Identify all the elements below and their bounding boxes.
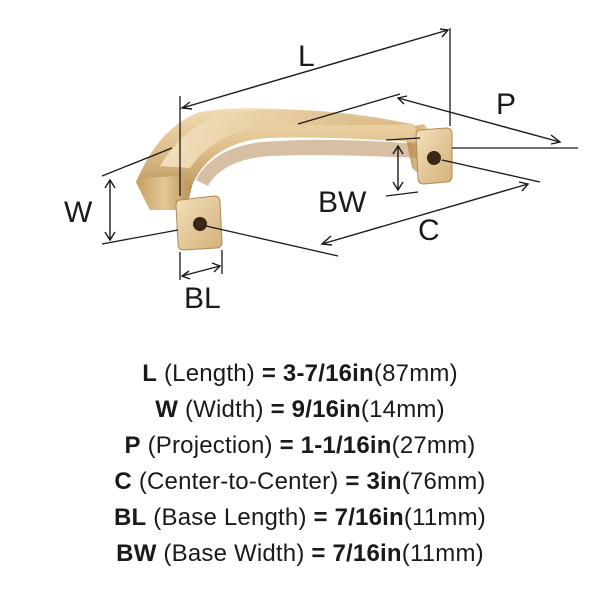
spec-equals: =: [270, 396, 285, 423]
spec-abbr: L: [142, 360, 158, 387]
spec-name: (Center-to-Center): [138, 468, 339, 495]
spec-imperial: 1-1/16in: [300, 432, 392, 459]
back-screw-hole: [427, 151, 441, 165]
specifications-list: L (Length) = 3-7/16in(87mm) W (Width) = …: [0, 356, 600, 572]
spec-width: W (Width) = 9/16in(14mm): [0, 392, 600, 428]
spec-metric: (76mm): [401, 468, 486, 495]
spec-length: L (Length) = 3-7/16in(87mm): [0, 356, 600, 392]
label-W: W: [64, 196, 93, 229]
label-BL: BL: [184, 282, 221, 315]
spec-equals: =: [311, 540, 326, 567]
dimension-lines: [101, 28, 578, 280]
spec-name: (Projection): [147, 432, 273, 459]
spec-metric: (27mm): [391, 432, 476, 459]
spec-imperial: 9/16in: [291, 396, 361, 423]
base-length-dimension-line: [181, 265, 221, 277]
spec-abbr: P: [124, 432, 141, 459]
dimension-labels: L P W BW C BL: [64, 40, 516, 315]
spec-name: (Length): [163, 360, 255, 387]
spec-equals: =: [279, 432, 294, 459]
spec-equals: =: [313, 504, 328, 531]
label-L: L: [298, 40, 315, 73]
spec-name: (Base Length): [153, 504, 307, 531]
cabinet-pull-dimension-diagram: L P W BW C BL: [64, 28, 578, 315]
spec-name: (Width): [184, 396, 264, 423]
length-dimension-line: [181, 29, 449, 109]
spec-metric: (11mm): [401, 540, 484, 567]
spec-base-length: BL (Base Length) = 7/16in(11mm): [0, 500, 600, 536]
spec-imperial: 3-7/16in: [282, 360, 374, 387]
label-BW: BW: [318, 186, 367, 219]
pull-bar-inner: [196, 139, 424, 186]
spec-projection: P (Projection) = 1-1/16in(27mm): [0, 428, 600, 464]
spec-metric: (87mm): [373, 360, 458, 387]
projection-dimension-line: [397, 97, 561, 143]
spec-base-width: BW (Base Width) = 7/16in(11mm): [0, 536, 600, 572]
spec-center-to-center: C (Center-to-Center) = 3in(76mm): [0, 464, 600, 500]
center-to-center-dimension-line: [321, 183, 529, 245]
spec-imperial: 7/16in: [334, 504, 404, 531]
spec-metric: (11mm): [403, 504, 486, 531]
spec-imperial: 7/16in: [332, 540, 402, 567]
pull-bar-top: [160, 109, 412, 168]
spec-name: (Base Width): [163, 540, 305, 567]
front-screw-hole: [193, 217, 207, 231]
label-P: P: [496, 88, 516, 121]
spec-abbr: C: [114, 468, 132, 495]
spec-imperial: 3in: [366, 468, 402, 495]
cabinet-pull-image: [136, 108, 453, 251]
spec-abbr: BL: [114, 504, 147, 531]
label-C: C: [418, 214, 440, 247]
spec-equals: =: [345, 468, 360, 495]
spec-metric: (14mm): [360, 396, 445, 423]
spec-abbr: W: [155, 396, 179, 423]
spec-abbr: BW: [116, 540, 157, 567]
spec-equals: =: [261, 360, 277, 387]
